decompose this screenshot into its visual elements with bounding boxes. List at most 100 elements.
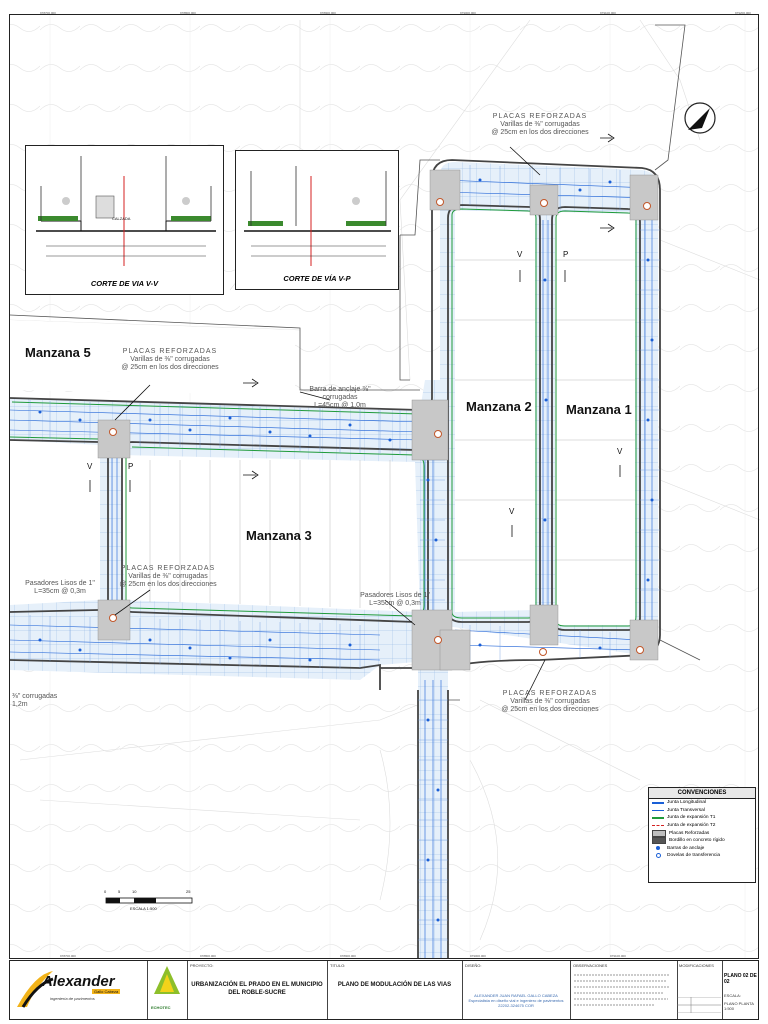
legend-title: CONVENCIONES (649, 788, 755, 799)
note-placas-left: PLACAS REFORZADAS Varillas de ⅜" corruga… (121, 348, 219, 371)
legend-item: Placas Reforzadas (649, 829, 755, 837)
logo-main: Alexander (42, 973, 115, 990)
svg-text:978800.000: 978800.000 (200, 954, 216, 958)
legend-swatch (652, 846, 664, 851)
section-vp: CORTE DE VÍA V-P (235, 150, 399, 290)
note-barra: Barra de anclaje ⅜" corrugadas L=45cm @ … (309, 386, 371, 409)
scale-bar (105, 897, 193, 904)
sheet-number: PLANO 02 DE 02 (724, 973, 757, 985)
section-vp-drawing (244, 166, 391, 266)
legend-label: Junta Transversal (667, 807, 705, 813)
legend-swatch (652, 809, 664, 812)
scale-tick-1: 5 (118, 889, 121, 894)
marker-v-3: V (617, 447, 623, 456)
reinforced-plates (97, 169, 659, 671)
legend-label: Dovelas de transferencia (667, 853, 721, 859)
manzana-3-label: Manzana 3 (246, 528, 312, 543)
logo-badge: Gallo Cabeza (92, 989, 121, 994)
direction-arrows (114, 133, 615, 701)
svg-text:979000.000: 979000.000 (460, 11, 476, 15)
section-vv-drawing (36, 156, 216, 266)
marker-v-4: V (509, 507, 515, 516)
title-block: Alexander Gallo Cabeza ingeniería de pav… (9, 960, 759, 1020)
legend-item: Bordillo en concreto rígido (649, 837, 755, 845)
svg-text:979100.000: 979100.000 (600, 11, 616, 15)
north-arrow-icon (684, 102, 716, 134)
legend-label: Bordillo en concreto rígido (669, 838, 725, 844)
legend-label: Barras de anclaje (667, 845, 705, 851)
marker-p: P (563, 250, 569, 259)
note-pasadores-right: Pasadores Lisos de 1" L=35cm @ 0,3m (360, 592, 430, 607)
note-placas-mid: PLACAS REFORZADAS Varillas de ⅜" corruga… (119, 565, 217, 588)
manzana-2-label: Manzana 2 (466, 399, 532, 414)
lot-lines (149, 259, 635, 609)
note-placas-bottom: PLACAS REFORZADAS Varillas de ⅜" corruga… (501, 690, 599, 713)
note-placas-top: PLACAS REFORZADAS Varillas de ⅜" corruga… (491, 113, 589, 136)
property-lines (9, 24, 701, 701)
title-block-logo: Alexander Gallo Cabeza ingeniería de pav… (10, 961, 148, 1019)
logo-sub: ingeniería de pavimentos (50, 996, 95, 1001)
drawing-title: PLANO DE MODULACIÓN DE LAS VIAS (337, 982, 452, 988)
marker-p-2: P (128, 462, 134, 471)
title-block-project: PROYECTO: URBANIZACIÓN EL PRADO EN EL MU… (187, 961, 328, 1019)
scale-tick-0: 0 (104, 889, 107, 894)
legend-label: Placas Reforzadas (669, 830, 710, 836)
scale-tick-2: 10 (132, 889, 137, 894)
coordinate-ticks: 978700.000 978800.000 978900.000 979000.00… (40, 11, 751, 958)
section-markers (89, 270, 621, 537)
manzana-5-label: Manzana 5 (25, 345, 91, 360)
svg-text:979200.000: 979200.000 (735, 11, 751, 15)
echotec-logo-icon (154, 966, 180, 994)
longitudinal-joints (9, 179, 653, 959)
svg-text:978900.000: 978900.000 (320, 11, 336, 15)
svg-text:978900.000: 978900.000 (340, 954, 356, 958)
section-vp-title: CORTE DE VÍA V-P (283, 274, 351, 283)
marker-v: V (517, 250, 523, 259)
sheet-scale: PLANO PLANTA 1:500 (724, 1001, 754, 1011)
svg-text:979000.000: 979000.000 (470, 954, 486, 958)
scale-tick-3: 25 (186, 889, 191, 894)
calzada-label: CALZADA (112, 216, 131, 221)
note-left-edge: ⅜" corrugadas 1,2m (12, 693, 58, 708)
legend-item: Junta de expansión T2 (649, 822, 755, 830)
dowels (109, 198, 651, 656)
title-block-title: TITULO: PLANO DE MODULACIÓN DE LAS VIAS (327, 961, 463, 1019)
svg-text:978700.000: 978700.000 (60, 954, 76, 958)
project-name: URBANIZACIÓN EL PRADO EN EL MUNICIPIO DE… (191, 982, 323, 996)
legend-swatch (652, 817, 664, 819)
designer-info: ALEXANDER JUAN RAFAEL GALLO CABEZA Espec… (468, 993, 564, 1008)
legend-swatch (652, 837, 666, 845)
section-vv: CALZADA CORTE DE VIA V-V (25, 145, 224, 295)
title-block-logo2: ECHOTEC (147, 961, 188, 1019)
legend-label: Junta de expansión T1 (667, 815, 716, 821)
legend-item: Barras de anclaje (649, 845, 755, 853)
manzana-1-label: Manzana 1 (566, 402, 632, 417)
scale-label: ESCALA 1:500 (130, 906, 157, 911)
svg-text:978800.000: 978800.000 (180, 11, 196, 15)
legend-swatch (652, 802, 664, 804)
modifications-table (677, 997, 721, 1013)
legend-swatch (652, 853, 664, 859)
legend-swatch (652, 825, 664, 827)
legend-item: Junta Transversal (649, 807, 755, 815)
legend-item: Junta de expansión T1 (649, 814, 755, 822)
title-block-observations: OBSERVACIONES (570, 961, 678, 1019)
logo2-text: ECHOTEC (151, 1005, 171, 1010)
svg-text:979100.000: 979100.000 (610, 954, 626, 958)
title-block-sheet: PLANO 02 DE 02 ESCALA: PLANO PLANTA 1:50… (724, 973, 757, 1011)
legend-item: Dovelas de transferencia (649, 852, 755, 860)
observations-lines (574, 974, 670, 1006)
legend-label: Junta de expansión T2 (667, 823, 716, 829)
legend-item: Junta Longitudinal (649, 799, 755, 807)
title-block-modifications: MODIFICACIONES (677, 961, 723, 1019)
legend-label: Junta Longitudinal (667, 800, 706, 806)
logo-swoosh-icon (17, 971, 54, 1008)
section-vv-title: CORTE DE VIA V-V (90, 279, 159, 288)
note-pasadores-left: Pasadores Lisos de 1" L=35cm @ 0,3m (25, 580, 95, 595)
title-block-designer: DISEÑO: ALEXANDER JUAN RAFAEL GALLO CABE… (462, 961, 571, 1019)
anchor-bars (38, 178, 654, 922)
svg-text:978700.000: 978700.000 (40, 11, 56, 15)
